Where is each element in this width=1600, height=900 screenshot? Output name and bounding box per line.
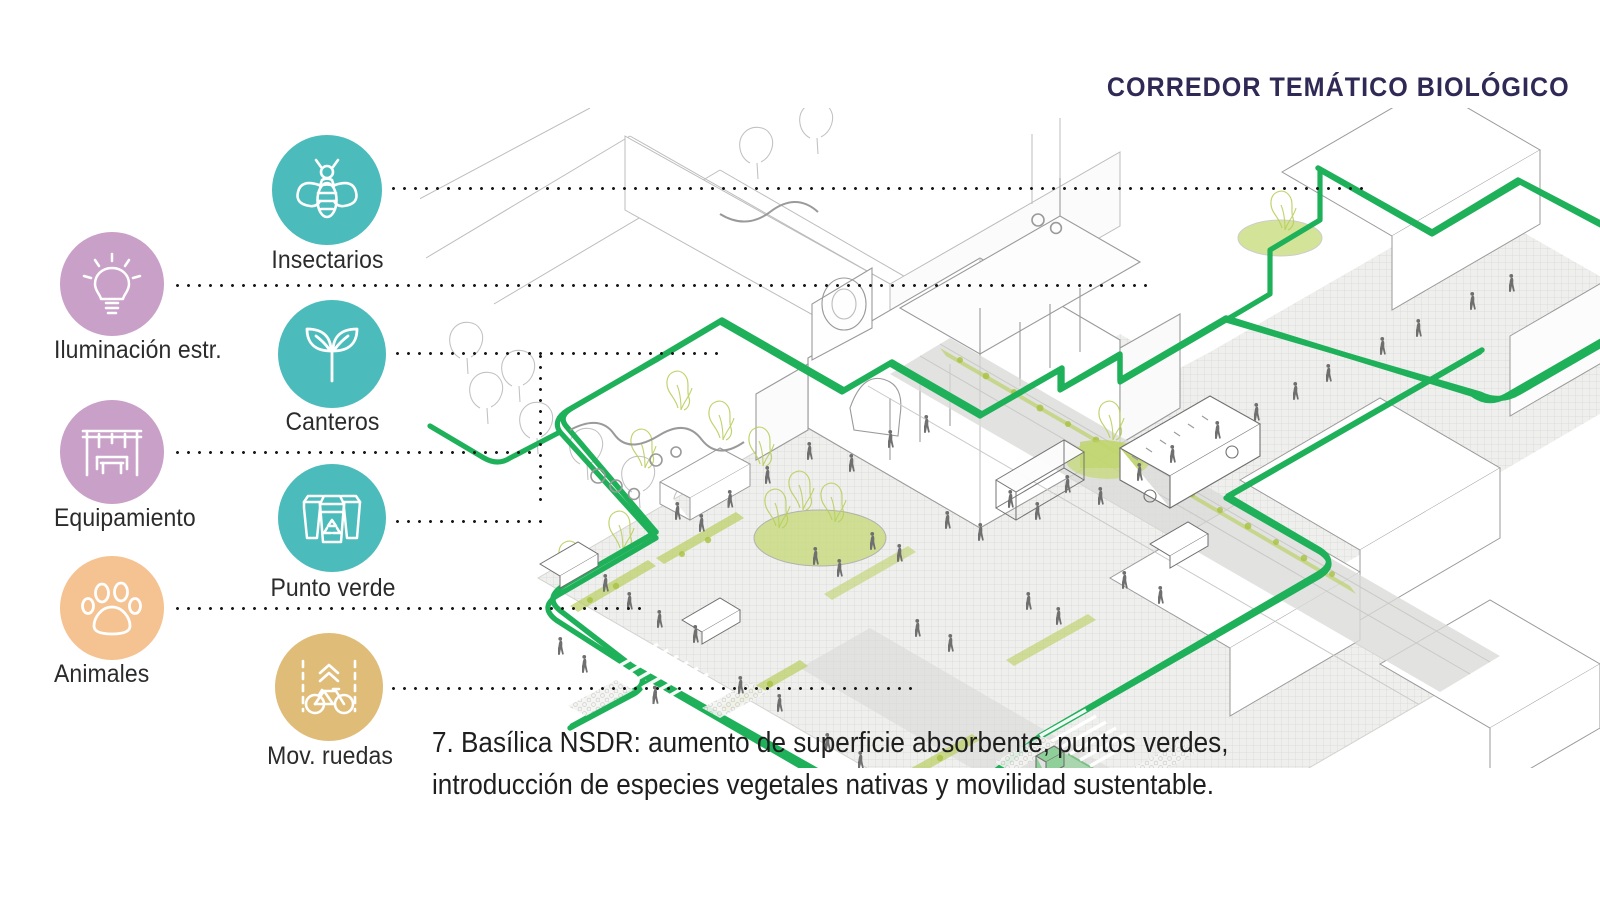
- connector-mov-ruedas: [388, 686, 918, 691]
- connector-canteros-drop: [538, 351, 543, 501]
- bike-lane-icon: [275, 633, 383, 741]
- pergola-icon: [60, 400, 164, 504]
- page-title: CORREDOR TEMÁTICO BIOLÓGICO: [1107, 72, 1570, 102]
- lightbulb-icon: [60, 232, 164, 336]
- bee-icon: [272, 135, 382, 245]
- legend-label-canteros: Canteros: [285, 408, 380, 436]
- connector-animales: [172, 606, 644, 611]
- legend-label-iluminacion: Iluminación estr.: [54, 336, 222, 364]
- legend-label-equipamiento: Equipamiento: [54, 504, 196, 532]
- figure-caption: 7. Basílica NSDR: aumento de superficie …: [432, 722, 1395, 807]
- connector-canteros: [392, 351, 722, 356]
- connector-punto-verde: [392, 519, 542, 524]
- legend-label-mov-ruedas: Mov. ruedas: [267, 742, 393, 770]
- legend-label-animales: Animales: [54, 660, 150, 688]
- connector-insectarios: [388, 186, 1368, 191]
- sprout-icon: [278, 300, 386, 408]
- paw-icon: [60, 556, 164, 660]
- caption-line-1: 7. Basílica NSDR: aumento de superficie …: [432, 727, 1229, 759]
- isometric-urban-plan: [420, 108, 1600, 768]
- legend-label-punto-verde: Punto verde: [270, 574, 396, 602]
- legend-label-insectarios: Insectarios: [271, 246, 384, 274]
- caption-line-2: introducción de especies vegetales nativ…: [432, 769, 1215, 802]
- recycle-bin-icon: [278, 464, 386, 572]
- connector-iluminacion: [172, 283, 1152, 288]
- connector-equipamiento: [172, 450, 534, 455]
